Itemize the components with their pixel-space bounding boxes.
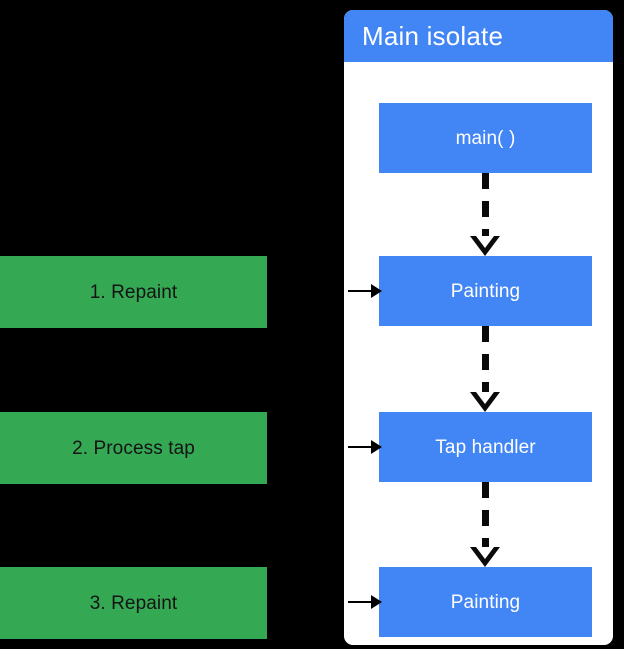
- stage-chip-repaint-2: 3. Repaint: [0, 567, 267, 639]
- arrowhead-notch: [476, 547, 494, 559]
- node-label: Painting: [450, 280, 521, 302]
- stage-chip-label: 2. Process tap: [72, 437, 195, 459]
- arrow-right-icon-2: [348, 440, 382, 454]
- arrowhead-notch: [476, 236, 494, 248]
- stage-chip-label: 3. Repaint: [89, 592, 178, 614]
- dashed-arrow-down-icon-2: [470, 326, 500, 412]
- node-tap-handler: Tap handler: [379, 412, 592, 482]
- arrow-right-icon-3: [348, 595, 382, 609]
- dashed-line: [482, 326, 489, 395]
- node-painting-2: Painting: [379, 567, 592, 637]
- node-label: main( ): [455, 127, 516, 149]
- dashed-line: [482, 173, 489, 239]
- arrowhead-right: [371, 440, 382, 454]
- node-label: Painting: [450, 591, 521, 613]
- stage-chip-label: 1. Repaint: [89, 281, 178, 303]
- arrowhead-right: [371, 595, 382, 609]
- node-label: Tap handler: [435, 436, 536, 458]
- arrowhead-notch: [476, 392, 494, 404]
- stage-chip-repaint-1: 1. Repaint: [0, 256, 267, 328]
- stage-chip-process-tap: 2. Process tap: [0, 412, 267, 484]
- main-isolate-title: Main isolate: [362, 21, 504, 51]
- dashed-arrow-down-icon-1: [470, 173, 500, 256]
- main-isolate-header: Main isolate: [344, 10, 613, 62]
- arrowhead-right: [371, 284, 382, 298]
- dashed-arrow-down-icon-3: [470, 482, 500, 567]
- main-isolate-card: Main isolate main( ) Painting Tap handle…: [344, 10, 613, 645]
- arrow-shaft: [348, 290, 374, 292]
- arrow-shaft: [348, 446, 374, 448]
- arrow-right-icon-1: [348, 284, 382, 298]
- node-painting-1: Painting: [379, 256, 592, 326]
- dashed-line: [482, 482, 489, 550]
- arrow-shaft: [348, 601, 374, 603]
- node-main-function: main( ): [379, 103, 592, 173]
